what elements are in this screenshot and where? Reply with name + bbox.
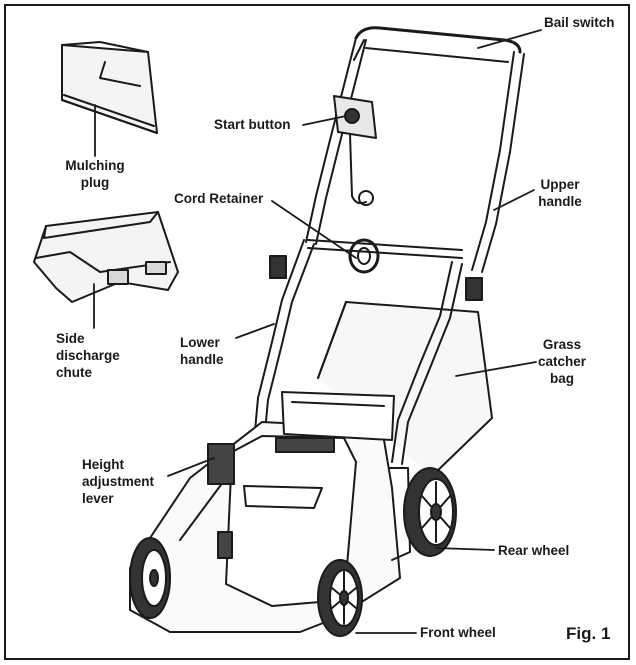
leader-rear-wheel: [435, 547, 495, 551]
rear-wheel-drawing: [403, 467, 457, 557]
label-upper-handle-line2: handle: [538, 194, 582, 209]
label-height-adjustment-lever: Height adjustment lever: [82, 456, 154, 507]
label-height-lever-line1: Height: [82, 457, 124, 472]
lower-handle-drawing: [253, 239, 463, 465]
leader-lines: [93, 29, 542, 634]
leader-bail-switch: [477, 29, 542, 49]
label-lower-handle-line2: handle: [180, 352, 224, 367]
label-lower-handle-line1: Lower: [180, 335, 220, 350]
label-mulching-plug: Mulching plug: [60, 157, 130, 191]
leader-height-lever: [167, 457, 215, 477]
label-bail-switch: Bail switch: [544, 15, 615, 30]
start-switch-box-drawing: [333, 95, 377, 206]
cord-retainer-drawing: [348, 238, 380, 274]
front-left-wheel-drawing: [129, 537, 171, 619]
leader-start-button: [302, 115, 347, 126]
label-upper-handle-line1: Upper: [540, 177, 580, 192]
label-cord-retainer: Cord Retainer: [174, 191, 264, 206]
label-side-discharge-line2: discharge: [56, 348, 120, 363]
mulching-plug-drawing: [61, 41, 158, 134]
catcher-bag-drawing: [317, 301, 493, 477]
label-height-lever-line2: adjustment: [82, 474, 155, 489]
label-side-discharge-line3: chute: [56, 365, 93, 380]
label-grass-catcher-line1: Grass: [542, 337, 582, 352]
front-wheel-drawing: [317, 559, 363, 637]
label-grass-catcher-line3: bag: [549, 371, 574, 386]
mower-body-drawing: [129, 391, 411, 633]
figure-frame: [4, 4, 630, 660]
label-upper-handle: Upper handle: [532, 176, 588, 210]
label-grass-catcher-line2: catcher: [537, 354, 587, 369]
label-height-lever-line3: lever: [82, 491, 114, 506]
label-mulching-plug-line2: plug: [80, 175, 110, 190]
label-side-discharge-line1: Side: [56, 331, 85, 346]
label-grass-catcher-bag: Grass catcher bag: [532, 336, 592, 387]
label-rear-wheel: Rear wheel: [498, 543, 570, 558]
leader-grass-catcher: [455, 361, 537, 377]
label-start-button: Start button: [214, 117, 291, 132]
leader-lower-handle: [235, 323, 275, 339]
leader-upper-handle: [493, 189, 535, 211]
label-side-discharge-chute: Side discharge chute: [56, 330, 120, 381]
leader-cord-retainer: [271, 200, 357, 259]
label-mulching-plug-line1: Mulching: [65, 158, 125, 173]
upper-handle-drawing: [269, 26, 525, 301]
label-front-wheel: Front wheel: [420, 625, 496, 640]
label-lower-handle: Lower handle: [180, 334, 224, 368]
side-discharge-chute-drawing: [33, 211, 179, 303]
figure-label: Fig. 1: [566, 624, 611, 643]
